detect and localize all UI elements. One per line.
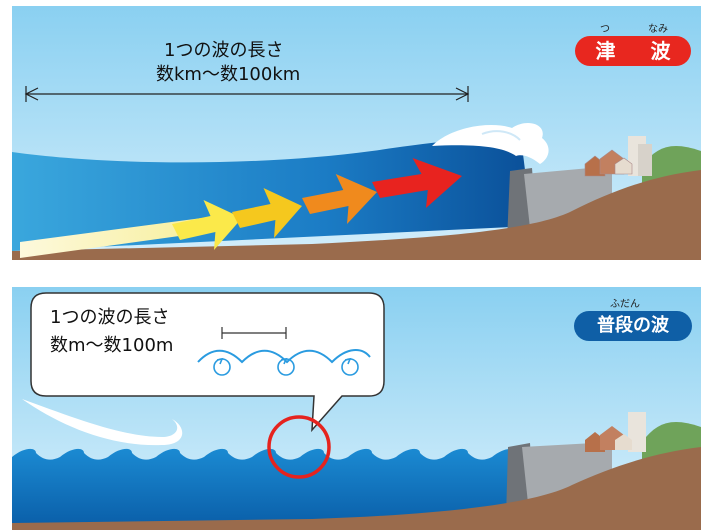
houses <box>585 426 632 452</box>
tsunami-panel: 1つの波の長さ 数km〜数100km つ なみ 津 波 <box>12 6 701 260</box>
ground <box>12 170 701 260</box>
ruby-tsu: つ <box>600 24 610 35</box>
length-indicator <box>24 86 470 102</box>
ruby-fudan: ふだん <box>610 299 640 310</box>
normal-wave-badge: 普段の波 <box>574 311 692 341</box>
energy-arrows <box>172 158 462 250</box>
energy-arrow <box>372 158 462 208</box>
energy-arrow <box>172 200 242 250</box>
energy-beam <box>20 218 208 258</box>
houses <box>584 149 633 177</box>
wind-swoosh <box>22 399 183 446</box>
callout-bubble <box>30 292 385 433</box>
wave-length-label: 1つの波の長さ <box>50 307 170 328</box>
normal-wave-panel: 1つの波の長さ 数m〜数100m ふだん 普段の波 <box>12 287 701 530</box>
small-wave-line <box>197 349 371 364</box>
wave-length-value: 数km〜数100km <box>156 64 301 85</box>
sea <box>12 448 540 527</box>
ruby-nami: なみ <box>648 24 668 35</box>
wave-length-label: 1つの波の長さ <box>164 40 284 61</box>
wave-foam <box>432 123 549 164</box>
ground <box>12 447 701 530</box>
small-length-indicator <box>221 327 287 339</box>
highlight-circle <box>267 415 331 479</box>
wave-length-value: 数m〜数100m <box>50 335 174 356</box>
orbit-circles <box>213 357 359 376</box>
building <box>628 412 646 452</box>
tsunami-badge: 津 波 <box>575 36 691 66</box>
energy-arrow <box>232 188 302 238</box>
energy-arrow <box>302 174 377 224</box>
